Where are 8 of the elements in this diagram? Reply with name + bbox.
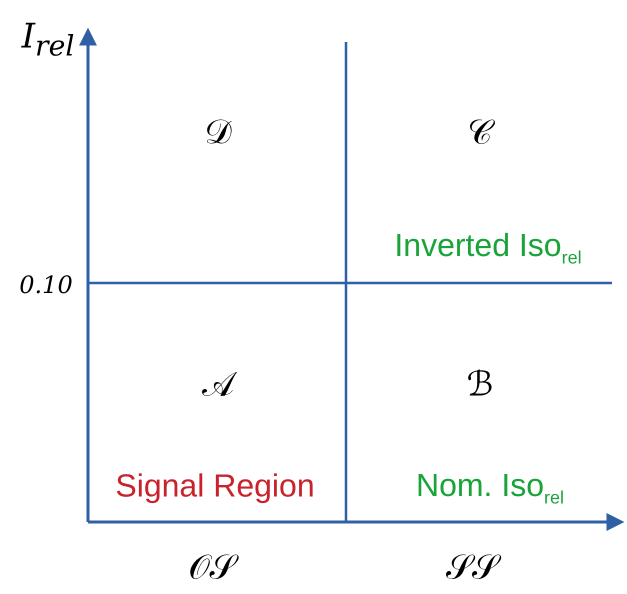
region-label: 𝒞 [468,114,492,152]
region-label: 𝒟 [204,114,232,152]
region-description: Nom. Iso$_{rel}$ [416,468,564,508]
region-description: Signal Region [115,468,315,504]
axis-label: I$_{rel}$ [22,18,74,62]
tick-label: 0.10 [19,272,73,298]
region-label: ℬ [466,366,494,404]
region-description: Inverted Iso$_{rel}$ [394,228,582,268]
